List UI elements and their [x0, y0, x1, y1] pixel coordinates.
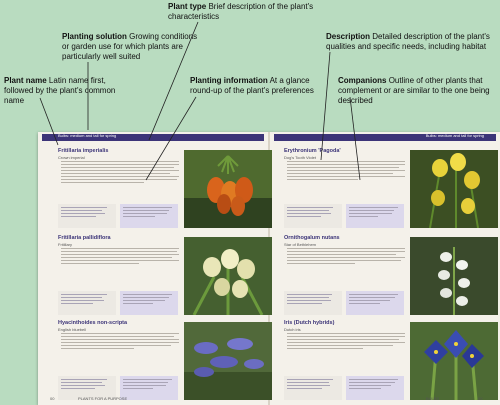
plant-name: Iris (Dutch hybrids) [284, 320, 335, 326]
planting-information-box [58, 376, 116, 400]
annotation-planting-solution: Planting solution Growing conditions or … [62, 32, 200, 62]
companions-box [120, 204, 178, 228]
plant-entry: Hyacinthoides non-scripta English bluebe… [58, 320, 274, 404]
plant-name: Erythronium 'Pagoda' [284, 148, 341, 154]
left-page-header-text: Bulbs: medium and tall for spring [58, 133, 117, 138]
annotation-plant-name: Plant name Latin name first, followed by… [4, 76, 119, 106]
left-page-header: Bulbs: medium and tall for spring [42, 133, 264, 141]
companions-box [346, 204, 404, 228]
plant-common-name: Dutch iris [284, 327, 301, 332]
plant-photo [184, 150, 272, 228]
plant-common-name: Dog's Tooth Violet [284, 155, 316, 160]
annotation-planting-information: Planting information At a glance round-u… [190, 76, 314, 96]
left-folio: 00 [50, 396, 55, 401]
plant-photo [184, 237, 272, 315]
annotation-title: Description [326, 32, 371, 41]
right-folio: 00 [478, 396, 483, 401]
plant-photo [410, 150, 498, 228]
right-running-footer: BULBS [426, 396, 440, 401]
plant-common-name: English bluebell [58, 327, 87, 332]
planting-information-box [284, 376, 342, 400]
plant-description [287, 333, 405, 351]
plant-entry: Fritillaria pallidiflora Fritillary [58, 235, 274, 319]
plant-description [61, 161, 179, 185]
planting-information-box [58, 291, 116, 315]
annotation-text: Latin name first, followed by the plant'… [4, 76, 116, 105]
planting-information-box [284, 204, 342, 228]
companions-box [120, 376, 178, 400]
plant-description [287, 161, 405, 182]
plant-description [61, 333, 179, 351]
annotation-title: Plant type [168, 2, 207, 11]
annotation-title: Planting solution [62, 32, 127, 41]
plant-name: Ornithogalum nutans [284, 235, 340, 241]
left-running-footer: PLANTS FOR A PURPOSE [78, 396, 128, 401]
annotation-description: Description Detailed description of the … [326, 32, 496, 52]
plant-entry: Fritillaria imperialis Crown imperial [58, 148, 274, 232]
book-spread: Bulbs: medium and tall for spring Bulbs:… [38, 132, 500, 405]
planting-information-box [284, 291, 342, 315]
plant-description [61, 248, 179, 266]
plant-photo [184, 322, 272, 400]
companions-box [346, 291, 404, 315]
plant-description [287, 248, 405, 266]
plant-name: Fritillaria imperialis [58, 148, 109, 154]
annotation-title: Plant name [4, 76, 47, 85]
annotation-text: Brief description of the plant's charact… [168, 2, 314, 21]
plant-entry: Iris (Dutch hybrids) Dutch iris [284, 320, 500, 404]
plant-common-name: Crown imperial [58, 155, 85, 160]
plant-photo [410, 237, 498, 315]
right-page-header-text: Bulbs: medium and tall for spring [425, 133, 484, 138]
companions-box [120, 291, 178, 315]
annotation-text: Detailed description of the plant's qual… [326, 32, 490, 51]
plant-photo [410, 322, 498, 400]
plant-name: Hyacinthoides non-scripta [58, 320, 128, 326]
annotation-plant-type: Plant type Brief description of the plan… [168, 2, 338, 22]
right-page-header: Bulbs: medium and tall for spring [274, 133, 496, 141]
annotation-companions: Companions Outline of other plants that … [338, 76, 498, 106]
plant-name: Fritillaria pallidiflora [58, 235, 111, 241]
annotation-title: Planting information [190, 76, 268, 85]
plant-entry: Erythronium 'Pagoda' Dog's Tooth Violet [284, 148, 500, 232]
planting-information-box [58, 204, 116, 228]
plant-entry: Ornithogalum nutans Star of Bethlehem [284, 235, 500, 319]
plant-common-name: Star of Bethlehem [284, 242, 317, 247]
annotation-title: Companions [338, 76, 387, 85]
plant-common-name: Fritillary [58, 242, 72, 247]
companions-box [346, 376, 404, 400]
annotation-text: At a glance round-up of the plant's pref… [190, 76, 314, 95]
